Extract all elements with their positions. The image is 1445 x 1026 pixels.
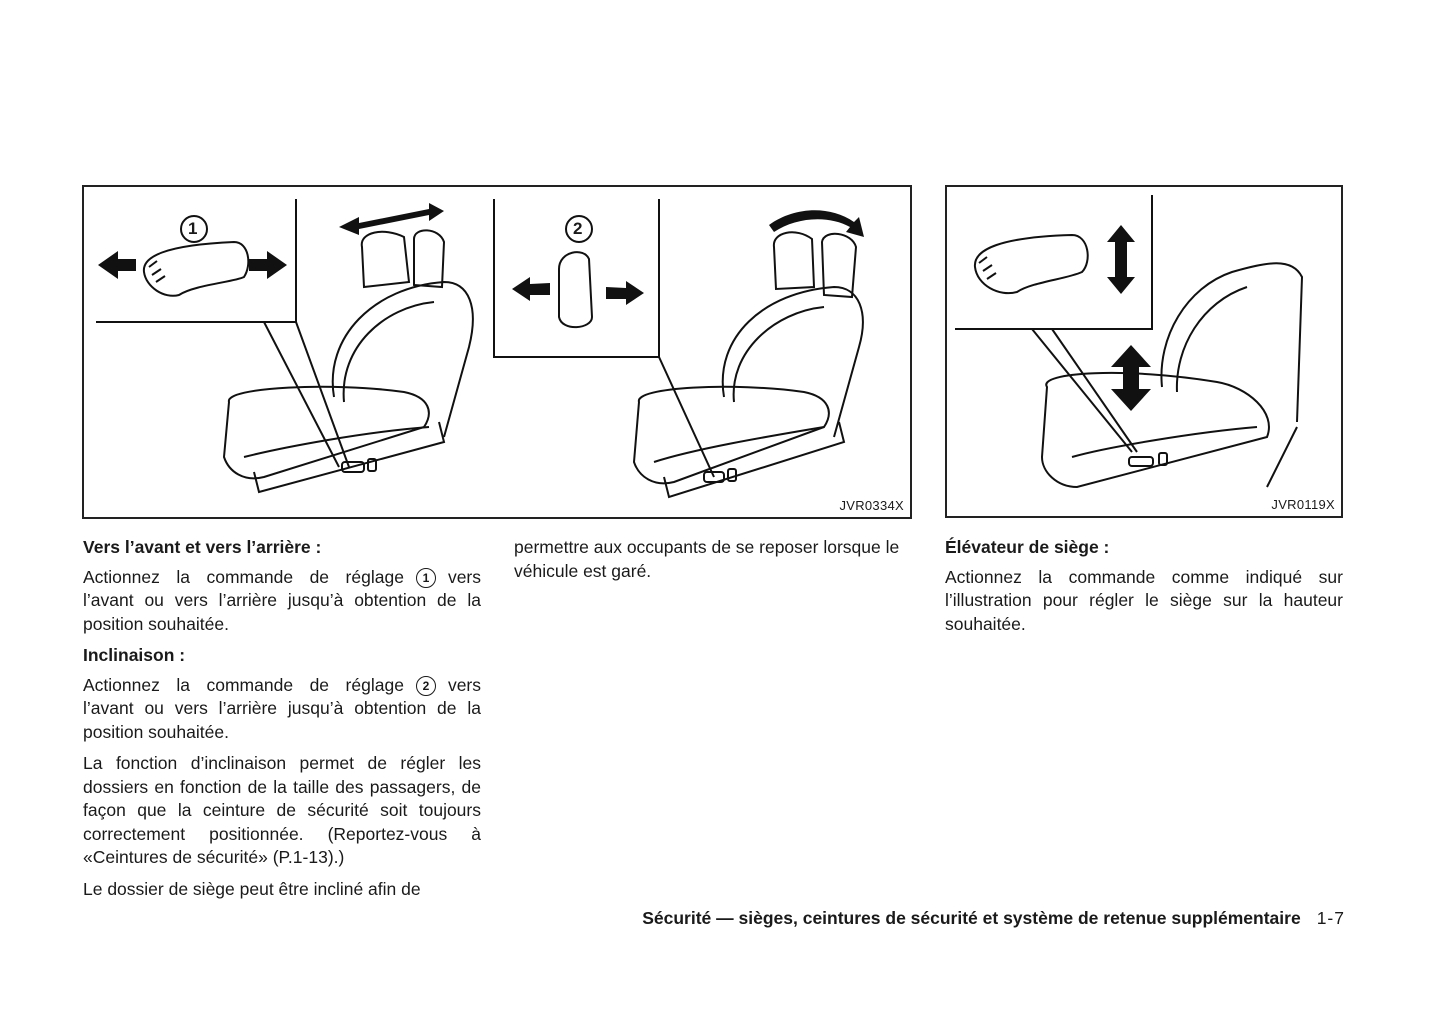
page-footer: Sécurité — sièges, ceintures de sécurité… <box>642 908 1345 929</box>
callout-2-marker: 2 <box>415 675 436 696</box>
paragraph-recline-function: La fonction d’inclinaison permet de régl… <box>83 753 481 867</box>
callout-2-label: 2 <box>573 219 583 238</box>
figure-code: JVR0119X <box>1271 497 1335 512</box>
callout-1-label: 1 <box>188 219 198 238</box>
seat-illustration-left <box>96 199 864 499</box>
paragraph-continued: permettre aux occupants de se reposer lo… <box>514 537 900 581</box>
seat-lifter-illustration <box>955 195 1304 489</box>
heading-recline: Inclinaison : <box>83 645 186 665</box>
callout-1-marker: 1 <box>415 567 436 588</box>
figure-seat-lifter: JVR0119X <box>945 185 1343 518</box>
figure-code: JVR0334X <box>839 498 904 513</box>
heading-fore-aft: Vers l’avant et vers l’arrière : <box>83 537 322 557</box>
heading-seat-lifter: Élévateur de siège : <box>945 537 1110 557</box>
figure-seat-slide-recline: 1 2 JVR0334X <box>82 185 912 519</box>
text-column-3: Élévateur de siège : Actionnez la comman… <box>945 536 1343 644</box>
paragraph-seat-lifter: Actionnez la commande comme indiqué sur … <box>945 566 1343 634</box>
page-number: 1-7 <box>1316 908 1345 928</box>
text-column-1: Vers l’avant et vers l’arrière : Actionn… <box>83 536 481 909</box>
footer-title: Sécurité — sièges, ceintures de sécurité… <box>642 908 1301 928</box>
paragraph-recline-rest: Le dossier de siège peut être incliné af… <box>83 878 421 899</box>
text-column-2: permettre aux occupants de se reposer lo… <box>514 536 912 591</box>
